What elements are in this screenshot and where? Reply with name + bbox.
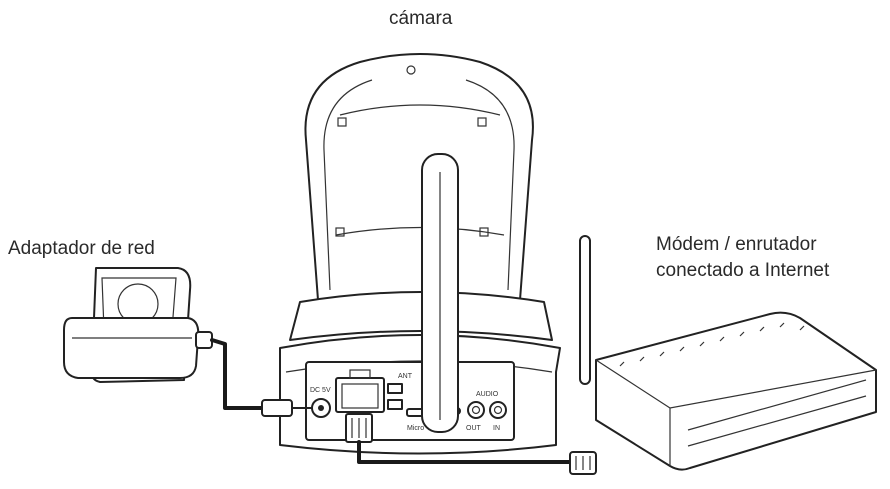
micro-text: Micro — [407, 425, 424, 432]
in-text: IN — [493, 425, 500, 432]
audio-text: AUDIO — [476, 391, 499, 398]
modem-antenna — [580, 236, 590, 384]
modem-router — [580, 236, 876, 470]
power-plug — [262, 400, 292, 416]
dc-port-text: DC 5V — [310, 387, 331, 394]
ethernet-port — [336, 378, 384, 412]
audio-in-jack — [490, 402, 506, 418]
camera-antenna — [422, 154, 458, 432]
out-text: OUT — [466, 425, 482, 432]
camera-head — [305, 54, 532, 300]
ant-text: ANT — [398, 373, 413, 380]
audio-out-jack — [468, 402, 484, 418]
power-cable — [212, 340, 262, 408]
power-adapter — [64, 268, 212, 382]
